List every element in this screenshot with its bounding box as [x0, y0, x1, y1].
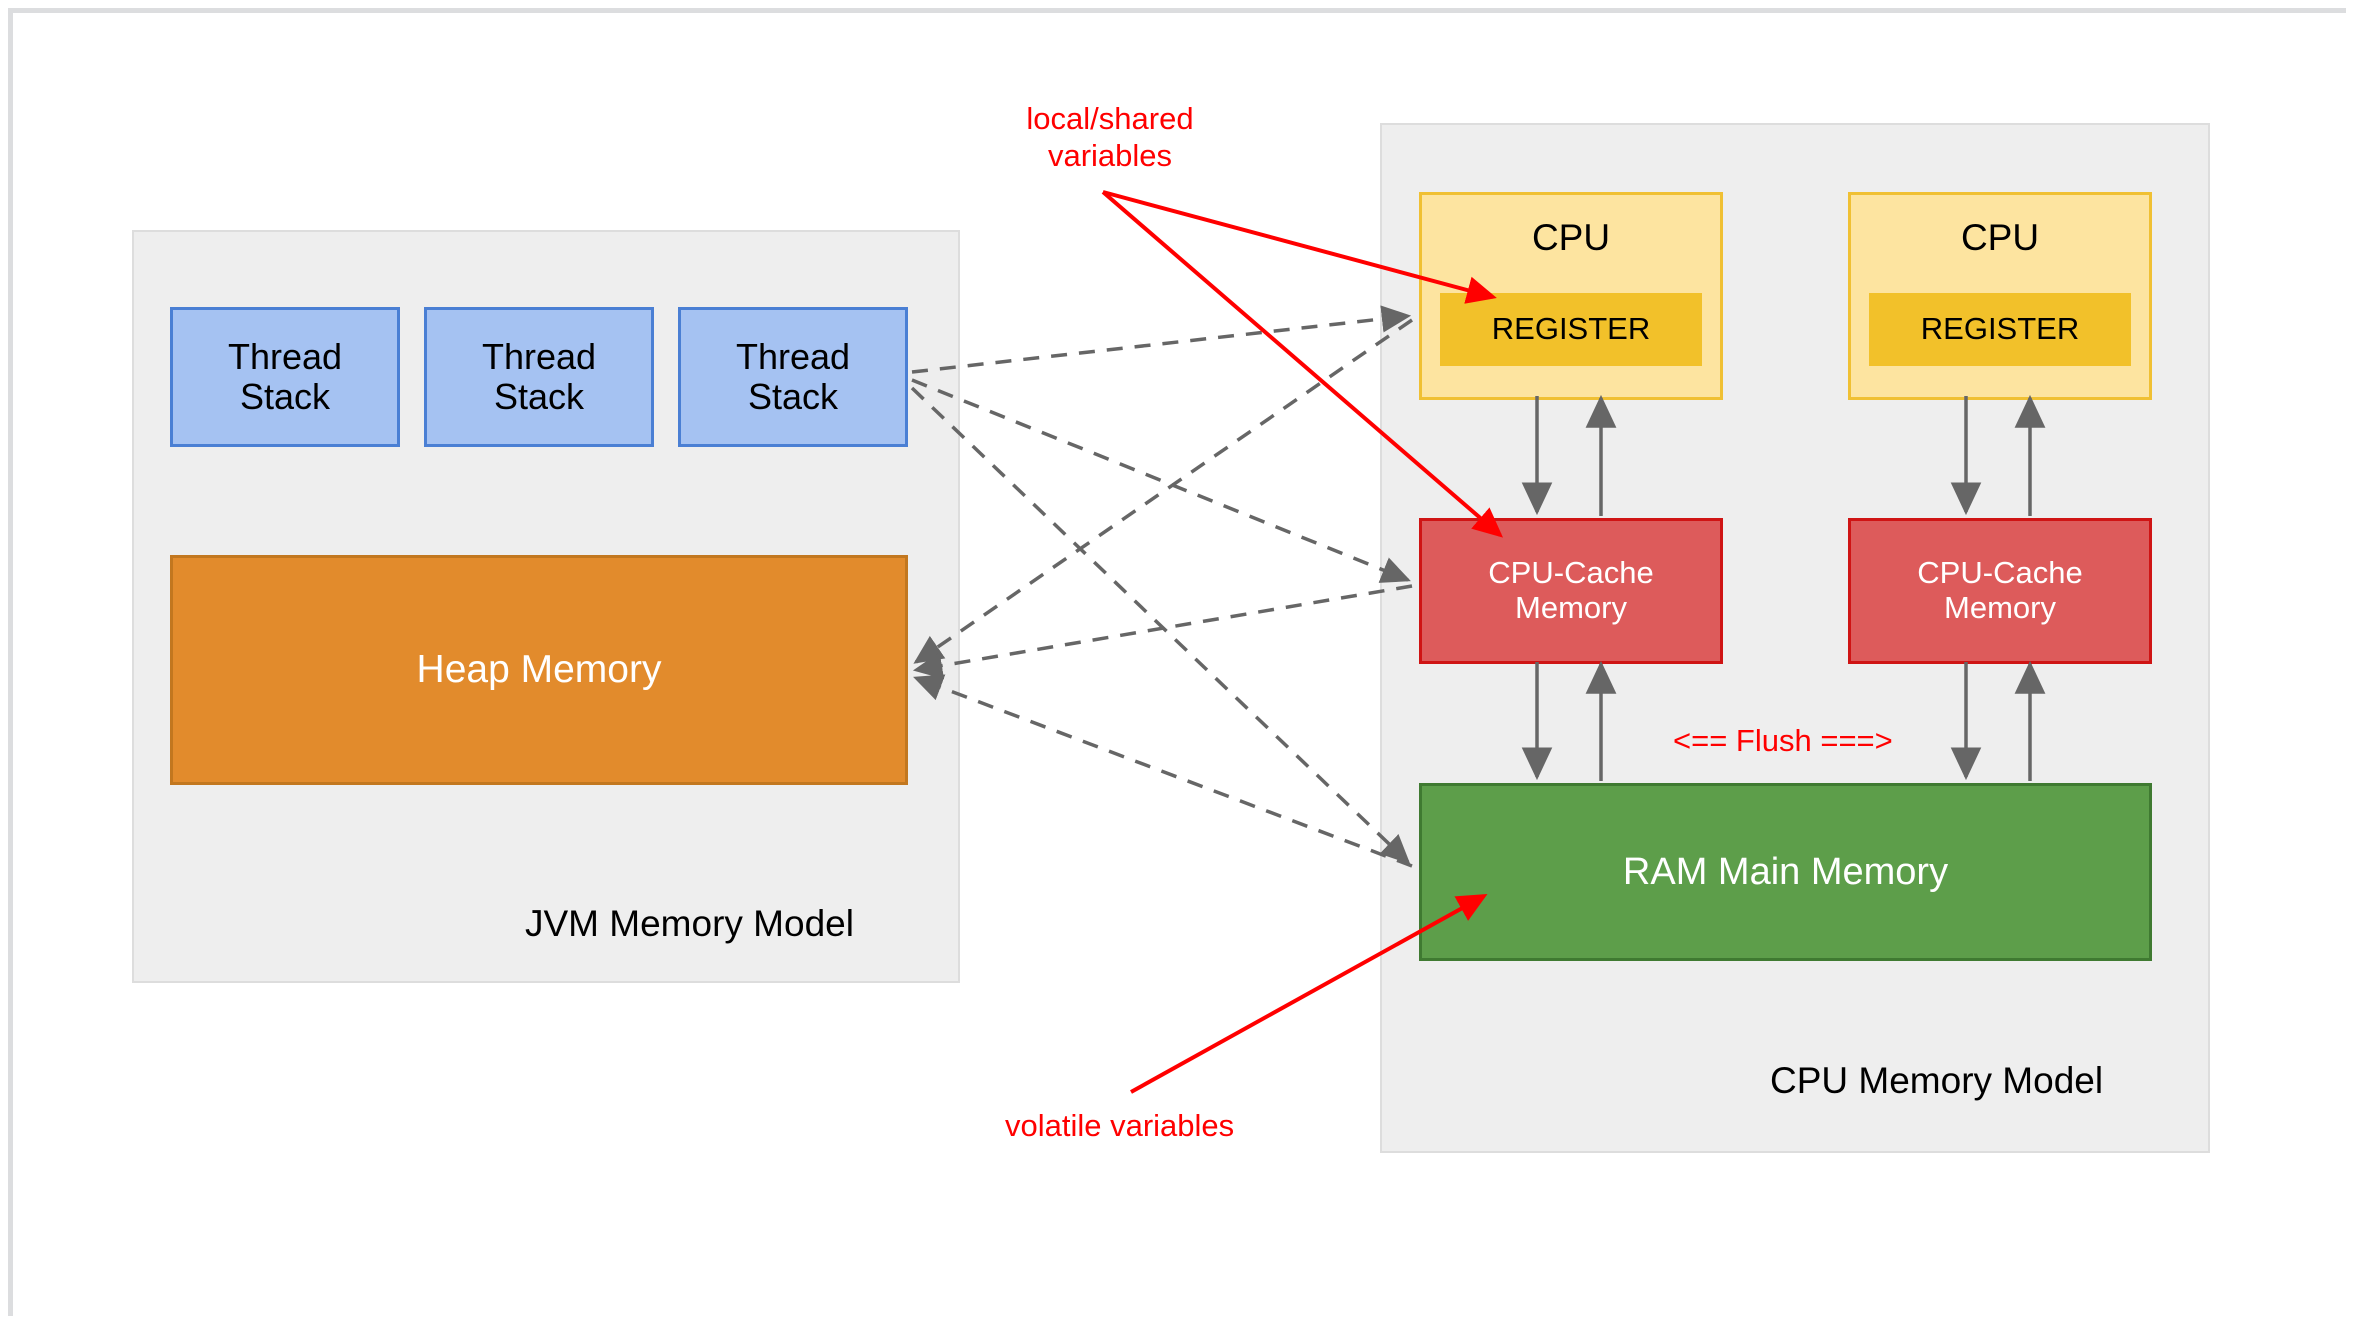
register-box-1[interactable]: REGISTER [1440, 293, 1702, 366]
cpu-label-1: CPU [1531, 217, 1611, 258]
cpu-label-2: CPU [1960, 217, 2040, 258]
flush-label: <== Flush ===> [1673, 723, 1893, 758]
heap-memory-box[interactable]: Heap Memory [170, 555, 908, 785]
cpu-cache-label-2: CPU-Cache Memory [1917, 555, 2083, 625]
cpu-cache-label-1: CPU-Cache Memory [1488, 555, 1654, 625]
annotation-local-shared-variables: local/shared variables [1026, 101, 1194, 174]
thread-stack-label-3: Thread Stack [735, 335, 851, 417]
register-label-1: REGISTER [1491, 311, 1651, 347]
thread-stack-label-1: Thread Stack [227, 335, 343, 417]
ram-main-memory-label: RAM Main Memory [1622, 850, 1949, 893]
jvm-memory-model-title: JVM Memory Model [525, 903, 854, 944]
thread-stack-label-2: Thread Stack [481, 335, 597, 417]
ram-main-memory-box[interactable]: RAM Main Memory [1419, 783, 2152, 961]
heap-memory-label: Heap Memory [416, 648, 662, 692]
thread-stack-box-1[interactable]: Thread Stack [170, 307, 400, 447]
cpu-cache-box-1[interactable]: CPU-Cache Memory [1419, 518, 1723, 664]
annotation-volatile-variables: volatile variables [1005, 1108, 1235, 1143]
register-box-2[interactable]: REGISTER [1869, 293, 2131, 366]
thread-stack-box-3[interactable]: Thread Stack [678, 307, 908, 447]
register-label-2: REGISTER [1920, 311, 2080, 347]
cpu-memory-model-title: CPU Memory Model [1770, 1060, 2104, 1101]
cpu-cache-box-2[interactable]: CPU-Cache Memory [1848, 518, 2152, 664]
thread-stack-box-2[interactable]: Thread Stack [424, 307, 654, 447]
